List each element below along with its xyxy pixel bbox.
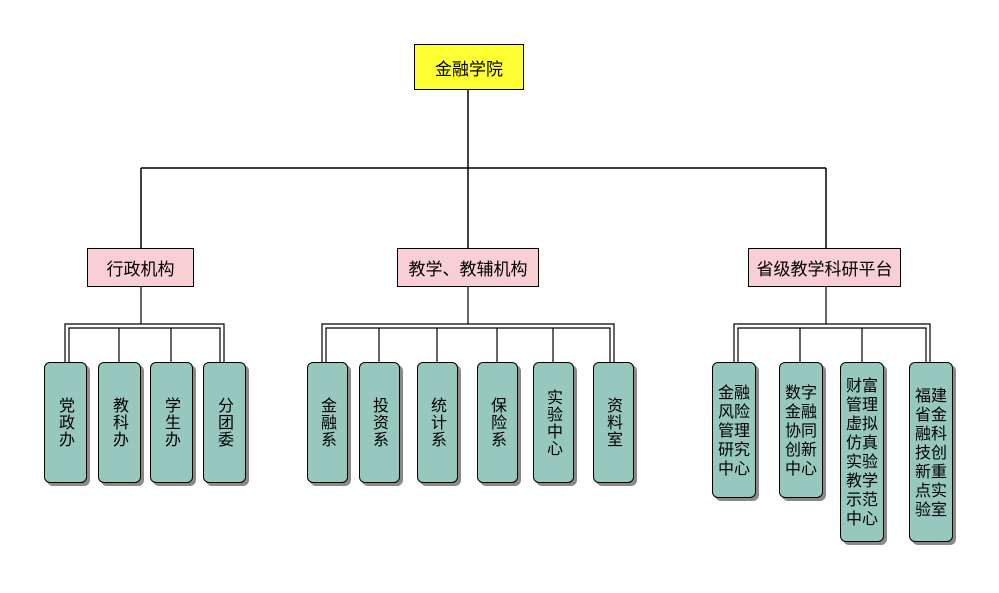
root-node: 金融学院 [414,44,524,90]
connector [737,327,927,362]
leaf-node: 资料室 [593,362,634,483]
connector [68,327,221,362]
leaf-node: 党政办 [44,362,87,483]
connector [325,327,611,362]
branch-node-teaching: 教学、教辅机构 [397,248,539,287]
leaf-node: 保险系 [477,362,518,483]
leaf-node: 统计系 [417,362,458,483]
leaf-node: 分团委 [203,362,246,483]
leaf-node: 实验中心 [533,362,574,483]
connector [321,323,615,362]
leaf-node: 投资系 [359,362,400,483]
leaf-node: 学生办 [150,362,193,483]
leaf-node: 教科办 [98,362,141,483]
leaf-node: 数字金融协同创新中心 [779,362,823,498]
branch-node-admin: 行政机构 [87,248,194,287]
branch-node-platform: 省级教学科研平台 [748,248,901,287]
leaf-node: 福建省金融科技创新重点实验室 [909,362,953,542]
connector [64,323,225,362]
leaf-node: 金融系 [307,362,348,483]
leaf-node: 金融风险管理研究中心 [712,362,756,498]
leaf-node: 财富管理虚拟仿真实验教学示范中心 [840,362,884,542]
connector [733,323,931,362]
